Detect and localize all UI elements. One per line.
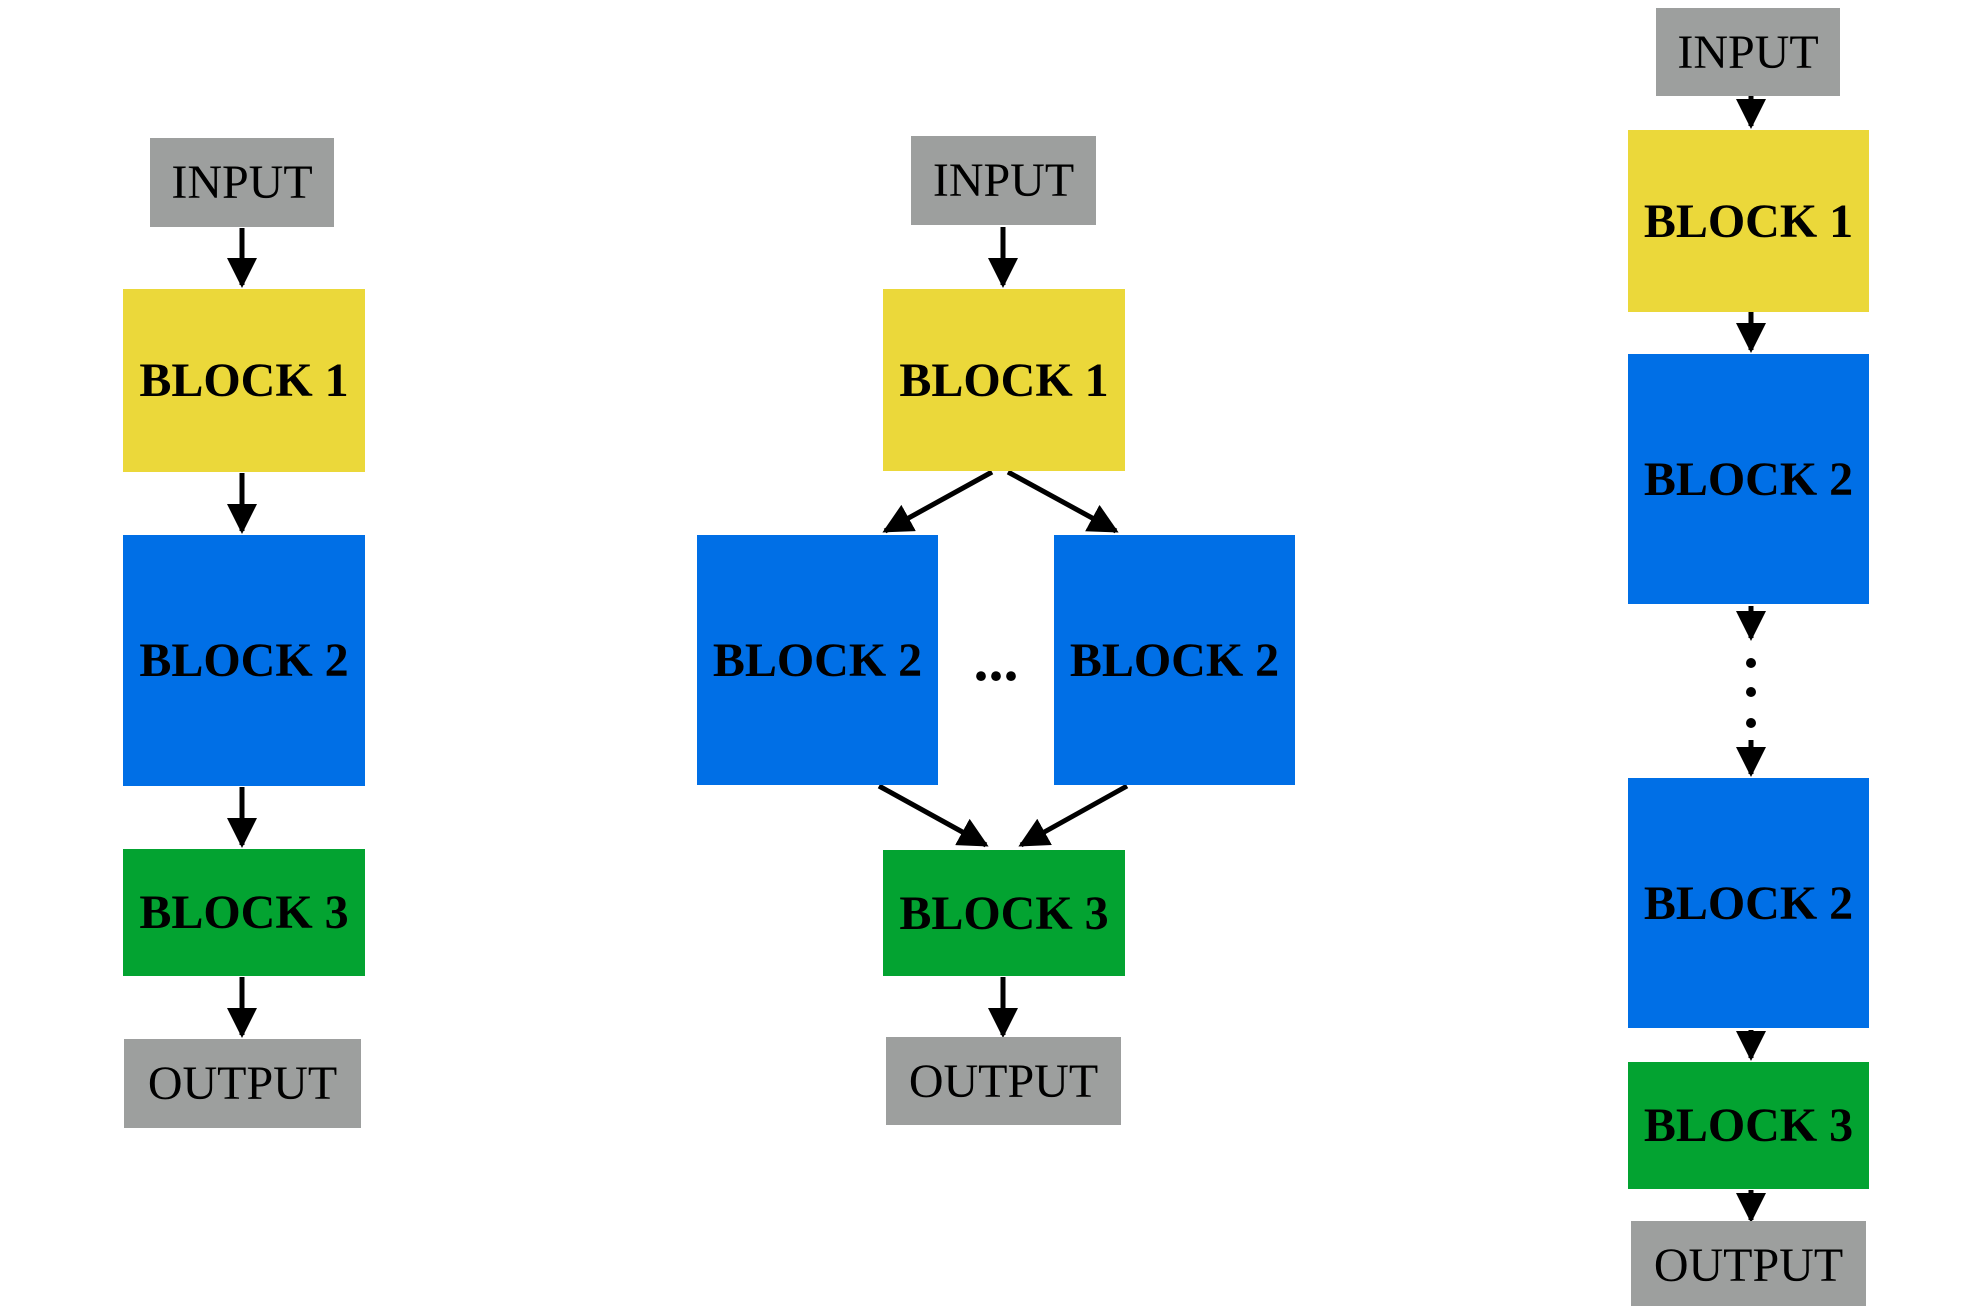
right-block2-top-label: BLOCK 2 bbox=[1643, 452, 1854, 506]
vertical-dot bbox=[1746, 718, 1756, 728]
middle-block1-box: BLOCK 1 bbox=[883, 289, 1125, 471]
right-output-box: OUTPUT bbox=[1631, 1221, 1866, 1306]
left-block3-box: BLOCK 3 bbox=[123, 849, 365, 976]
middle-block2-right-box: BLOCK 2 bbox=[1054, 535, 1295, 785]
middle-block3-label: BLOCK 3 bbox=[899, 886, 1109, 940]
left-input-box: INPUT bbox=[150, 138, 334, 227]
left-block2-box: BLOCK 2 bbox=[123, 535, 365, 786]
vertical-dot bbox=[1746, 687, 1756, 697]
arrow-mid-block2left-block3 bbox=[877, 783, 989, 848]
right-block2-bottom-box: BLOCK 2 bbox=[1628, 778, 1869, 1028]
right-block3-label: BLOCK 3 bbox=[1643, 1099, 1854, 1152]
middle-block2-right-label: BLOCK 2 bbox=[1069, 633, 1280, 687]
left-block2-label: BLOCK 2 bbox=[139, 634, 349, 687]
middle-output-box: OUTPUT bbox=[886, 1037, 1121, 1125]
arrow-mid-block1-block2-right bbox=[1006, 469, 1119, 534]
right-input-label: INPUT bbox=[1677, 25, 1819, 79]
middle-block1-label: BLOCK 1 bbox=[899, 353, 1109, 407]
middle-block2-left-box: BLOCK 2 bbox=[697, 535, 938, 785]
left-block1-label: BLOCK 1 bbox=[139, 354, 349, 407]
middle-output-label: OUTPUT bbox=[908, 1054, 1099, 1108]
middle-input-label: INPUT bbox=[932, 154, 1075, 207]
left-input-label: INPUT bbox=[171, 156, 313, 209]
middle-block3-box: BLOCK 3 bbox=[883, 850, 1125, 976]
right-block2-bottom-label: BLOCK 2 bbox=[1643, 876, 1854, 930]
left-output-label: OUTPUT bbox=[147, 1057, 338, 1110]
right-block1-box: BLOCK 1 bbox=[1628, 130, 1869, 312]
arrow-mid-block2right-block3 bbox=[1018, 783, 1129, 848]
right-output-label: OUTPUT bbox=[1653, 1238, 1844, 1292]
right-input-box: INPUT bbox=[1656, 8, 1840, 96]
right-block3-box: BLOCK 3 bbox=[1628, 1062, 1869, 1189]
right-block2-top-box: BLOCK 2 bbox=[1628, 354, 1869, 604]
middle-ellipsis-text: ... bbox=[973, 626, 1019, 693]
left-output-box: OUTPUT bbox=[124, 1039, 361, 1128]
middle-input-box: INPUT bbox=[911, 136, 1096, 225]
middle-block2-left-label: BLOCK 2 bbox=[712, 633, 923, 687]
middle-ellipsis: ... bbox=[940, 620, 1052, 700]
left-block1-box: BLOCK 1 bbox=[123, 289, 365, 472]
right-block1-label: BLOCK 1 bbox=[1643, 194, 1854, 248]
arrow-mid-block1-block2-left bbox=[882, 469, 994, 534]
left-block3-label: BLOCK 3 bbox=[139, 886, 349, 939]
vertical-dot bbox=[1746, 658, 1756, 668]
